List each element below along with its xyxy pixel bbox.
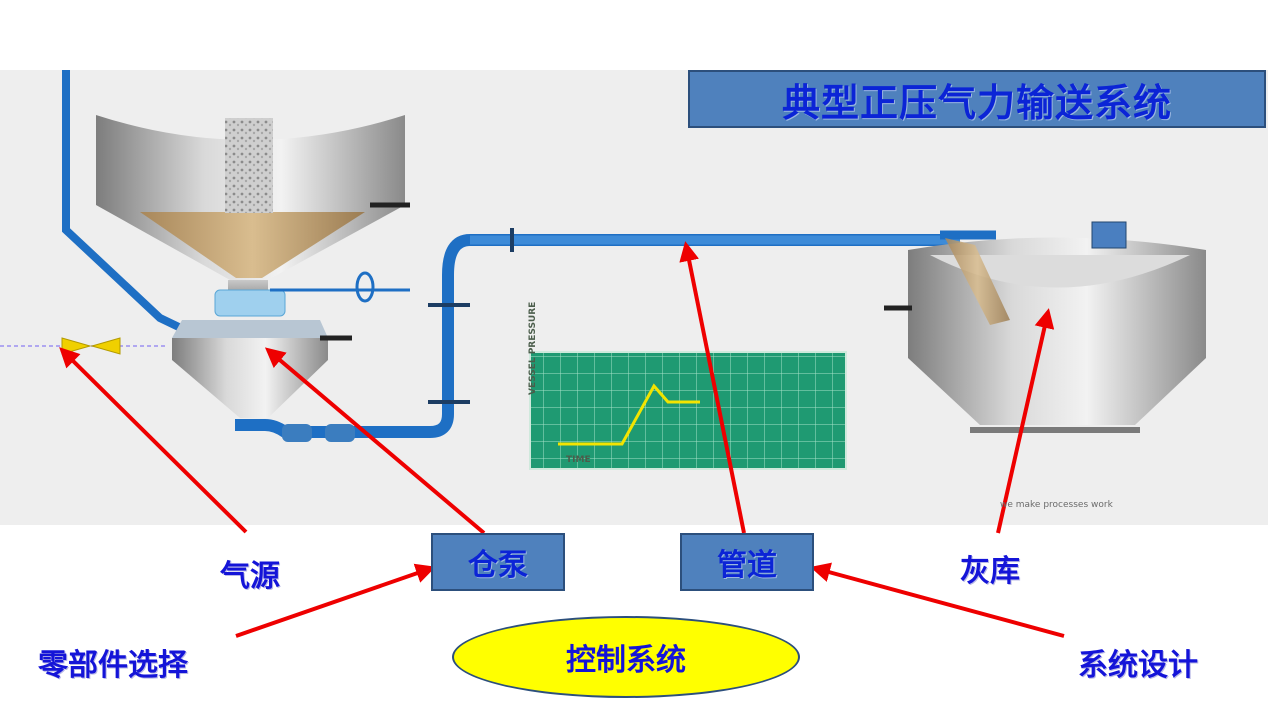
slide-title: 典型正压气力输送系统: [688, 70, 1266, 128]
label-pump: 仓泵: [431, 533, 565, 591]
label-air-source: 气源: [220, 559, 280, 594]
annotation-arrows: [59, 241, 1065, 638]
label-silo: 灰库: [960, 554, 1020, 589]
watermark: we make processes work: [1000, 500, 1113, 510]
pressure-chart-inset: [529, 351, 847, 470]
label-system-design: 系统设计: [1078, 648, 1198, 683]
label-components: 零部件选择: [38, 648, 188, 683]
label-pipeline: 管道: [680, 533, 814, 591]
label-control-system: 控制系统: [452, 616, 800, 698]
chart-xlabel: TIME: [566, 455, 591, 465]
chart-ylabel: VESSEL PRESSURE: [528, 301, 538, 395]
